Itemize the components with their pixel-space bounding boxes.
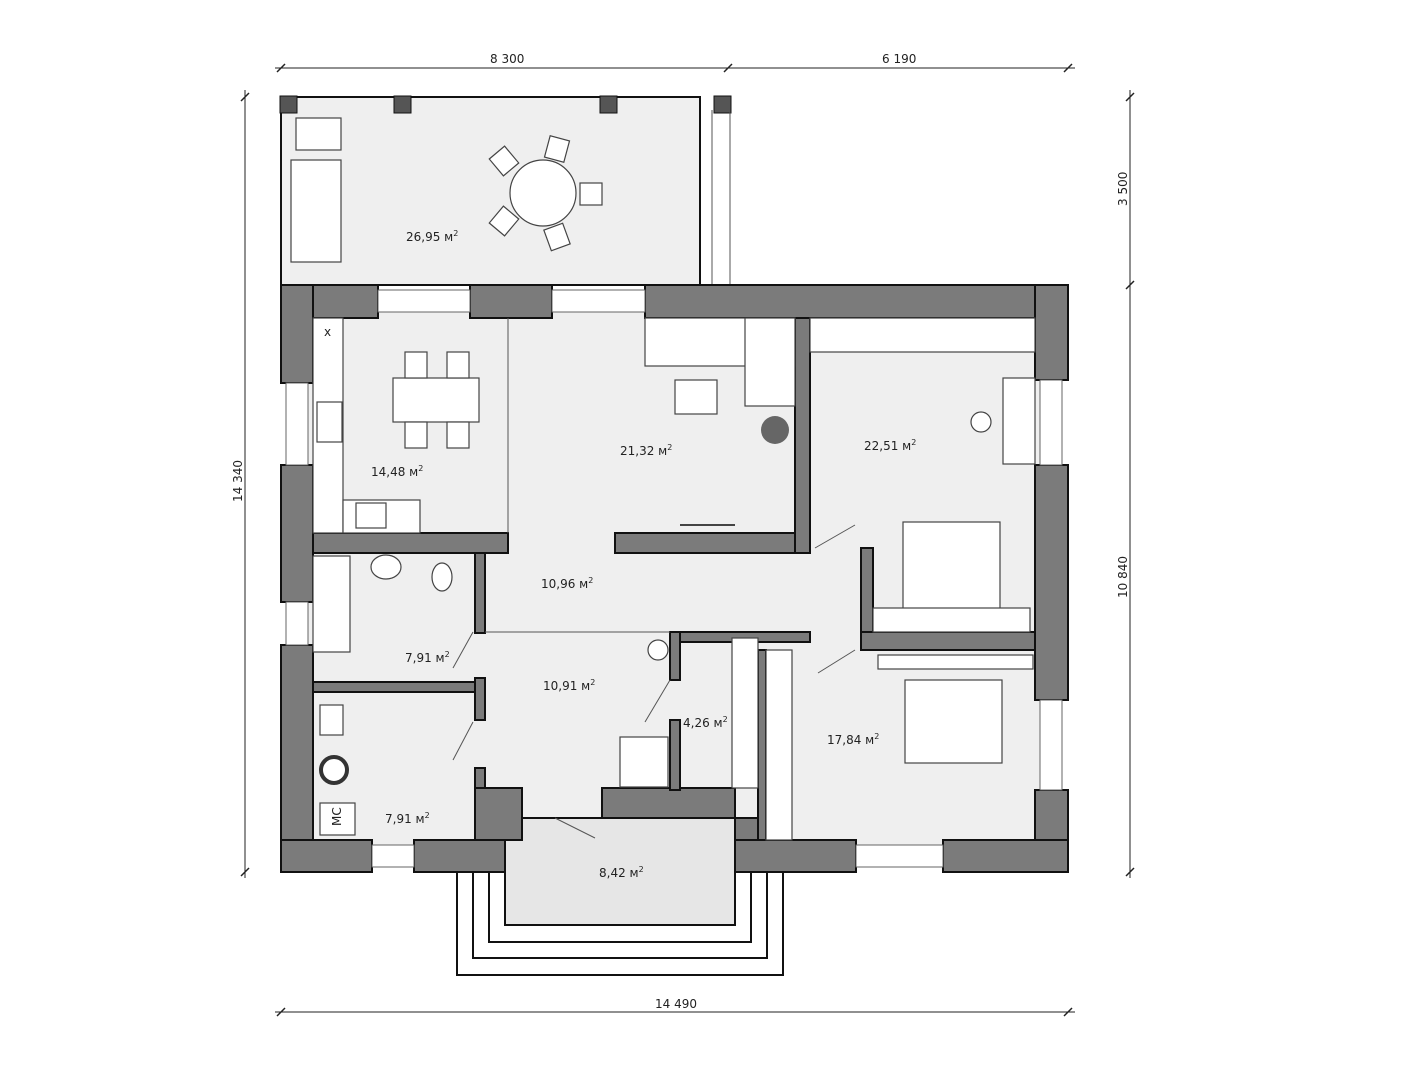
room-area-living: 21,32 м2 <box>620 443 672 458</box>
washer-mark: МС <box>330 807 344 826</box>
room-area-corridor: 10,91 м2 <box>543 678 595 693</box>
room-area-bathroom: 7,91 м2 <box>405 650 450 665</box>
room-labels: 26,95 м2 14,48 м2 21,32 м2 22,51 м2 10,9… <box>324 229 916 880</box>
porch-floor <box>504 817 736 926</box>
door-swings <box>452 318 856 839</box>
windows <box>285 289 1063 868</box>
room-area-porch: 8,42 м2 <box>599 865 644 880</box>
porch-steps <box>456 872 784 976</box>
dimension-lines: 8 300 6 190 14 490 14 340 3 500 10 840 <box>231 52 1135 1017</box>
dim-top-left: 8 300 <box>490 52 524 66</box>
room-area-terrace: 26,95 м2 <box>406 229 458 244</box>
room-area-kitchen: 14,48 м2 <box>371 464 423 479</box>
room-area-utility: 7,91 м2 <box>385 811 430 826</box>
dim-bottom: 14 490 <box>655 997 697 1011</box>
dim-top-right: 6 190 <box>882 52 916 66</box>
room-area-hall: 10,96 м2 <box>541 576 593 591</box>
dim-left: 14 340 <box>231 460 245 502</box>
room-area-bedroom-1: 22,51 м2 <box>864 438 916 453</box>
plant-icon <box>761 416 789 444</box>
room-area-bedroom-2: 17,84 м2 <box>827 732 879 747</box>
dim-right-bottom: 10 840 <box>1116 556 1130 598</box>
sink-mark: x <box>324 325 331 339</box>
terrace-railing <box>711 110 731 285</box>
terrace-posts <box>279 95 732 114</box>
terrace-floor <box>280 96 701 286</box>
furniture <box>290 117 1036 841</box>
room-area-closet: 4,26 м2 <box>683 715 728 730</box>
dim-right-top: 3 500 <box>1116 172 1130 206</box>
